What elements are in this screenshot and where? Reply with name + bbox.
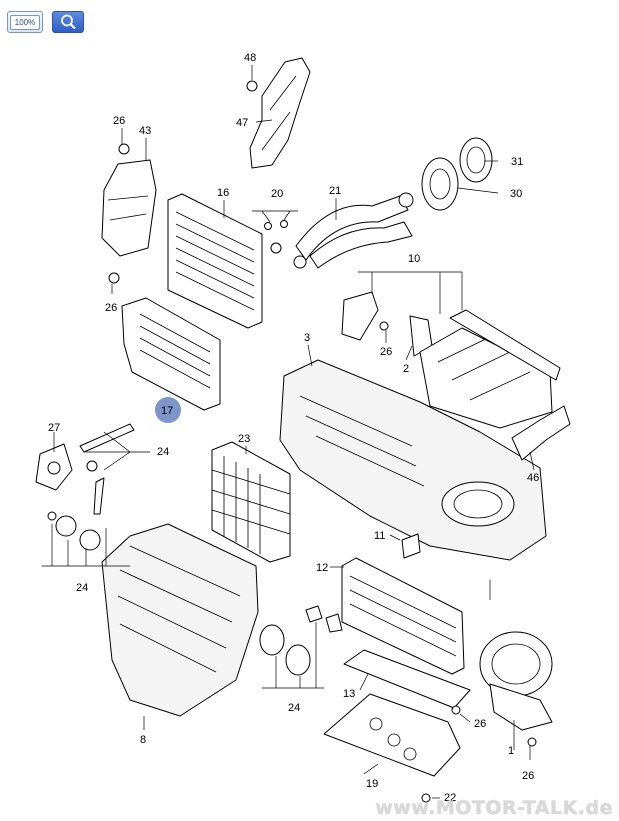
search-button[interactable] [52, 11, 84, 33]
callout-17[interactable]: 17 [161, 405, 173, 417]
zoom-label: 100% [10, 15, 40, 30]
callout-23[interactable]: 23 [238, 433, 250, 445]
part-47-bracket [246, 57, 311, 169]
callout-20[interactable]: 20 [271, 188, 283, 200]
callout-46[interactable]: 46 [527, 472, 539, 484]
part-1-blower-motor [421, 631, 553, 803]
callout-8[interactable]: 8 [140, 734, 146, 746]
callout-26-b[interactable]: 26 [105, 302, 117, 314]
callout-10[interactable]: 10 [408, 253, 420, 265]
part-19-cover-plate [323, 693, 461, 777]
callout-24-c[interactable]: 24 [288, 702, 300, 714]
part-46-duct [511, 405, 571, 461]
callout-26-c[interactable]: 26 [380, 346, 392, 358]
part-24-gears [259, 605, 343, 676]
callout-19[interactable]: 19 [366, 778, 378, 790]
part-13-frame [343, 649, 471, 709]
part-23-filter-frame [211, 441, 291, 563]
part-30-31-seals [421, 137, 493, 211]
part-8-blower-housing [47, 511, 259, 717]
callout-22[interactable]: 22 [444, 792, 456, 804]
part-43-flap [101, 143, 157, 257]
callout-13[interactable]: 13 [343, 688, 355, 700]
callout-21[interactable]: 21 [329, 185, 341, 197]
callout-3[interactable]: 3 [304, 332, 310, 344]
leader-lines [42, 65, 535, 799]
callout-43[interactable]: 43 [139, 125, 151, 137]
callout-11[interactable]: 11 [374, 530, 385, 542]
watermark: www.MOTOR-TALK.de [375, 797, 613, 819]
part-21-coolant-pipes [295, 192, 414, 269]
callout-16[interactable]: 16 [217, 187, 229, 199]
callout-labels: 48 47 26 43 16 20 21 31 30 10 26 3 26 2 … [48, 52, 539, 804]
part-12-dust-filter [341, 557, 465, 675]
callout-48[interactable]: 48 [244, 52, 256, 64]
callout-27[interactable]: 27 [48, 422, 60, 434]
part-3-housing [279, 359, 547, 561]
callout-26-a[interactable]: 26 [113, 115, 125, 127]
part-10-air-distribution [341, 291, 561, 429]
callout-30[interactable]: 30 [510, 188, 522, 200]
callout-47[interactable]: 47 [236, 117, 248, 129]
part-16-heat-exchanger [167, 193, 263, 329]
callout-24-a[interactable]: 24 [157, 446, 169, 458]
zoom-100-button[interactable]: 100% [7, 11, 43, 33]
callout-26-e[interactable]: 26 [522, 770, 534, 782]
callout-31[interactable]: 31 [511, 156, 523, 168]
part-20-clips [264, 220, 307, 269]
part-11-sensor [401, 533, 421, 559]
callout-26-d[interactable]: 26 [474, 718, 486, 730]
callout-12[interactable]: 12 [316, 562, 328, 574]
callout-2[interactable]: 2 [403, 363, 409, 375]
part-27-actuator [35, 423, 135, 515]
callout-1[interactable]: 1 [508, 745, 514, 757]
magnifier-icon [61, 14, 76, 30]
callout-17-highlight[interactable] [155, 397, 181, 423]
part-17-evaporator [108, 272, 221, 411]
callout-24-b[interactable]: 24 [76, 582, 88, 594]
